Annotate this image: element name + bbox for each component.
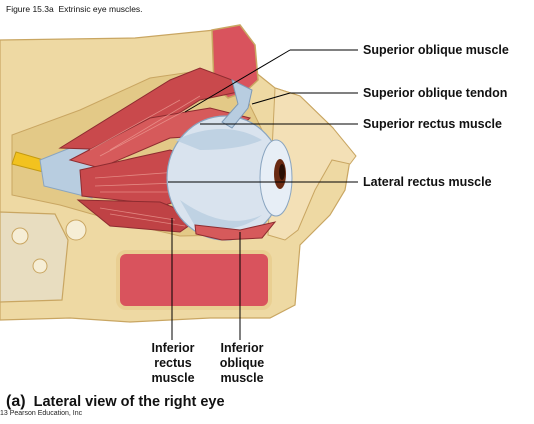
label-line: Inferior	[151, 341, 195, 355]
label-line: muscle	[151, 371, 195, 385]
label-line: Inferior	[220, 341, 264, 355]
nose-skin	[267, 87, 357, 241]
label-lateral-rectus-muscle: Lateral rectus muscle	[363, 175, 492, 189]
label-line: oblique	[219, 356, 265, 370]
ethmoid-sinus	[0, 211, 69, 303]
label-line: rectus	[154, 356, 192, 370]
label-line: muscle	[220, 371, 264, 385]
label-superior-oblique-tendon: Superior oblique tendon	[363, 86, 508, 100]
copyright-notice: 13 Pearson Education, Inc	[0, 410, 83, 417]
maxillary-sinus	[116, 250, 272, 310]
label-inferior-oblique-muscle: Inferior oblique muscle	[213, 341, 271, 386]
inferior-oblique	[194, 221, 277, 241]
label-inferior-rectus-muscle: Inferior rectus muscle	[147, 341, 199, 386]
figure-caption: (a) Lateral view of the right eye	[6, 393, 225, 411]
label-superior-rectus-muscle: Superior rectus muscle	[363, 117, 502, 131]
figure-title: Figure 15.3a Extrinsic eye muscles.	[6, 4, 143, 14]
caption-text: Lateral view of the right eye	[33, 394, 225, 410]
caption-letter: (a)	[6, 393, 26, 410]
superior-oblique-tendon	[221, 79, 253, 129]
label-superior-oblique-muscle: Superior oblique muscle	[363, 43, 509, 57]
